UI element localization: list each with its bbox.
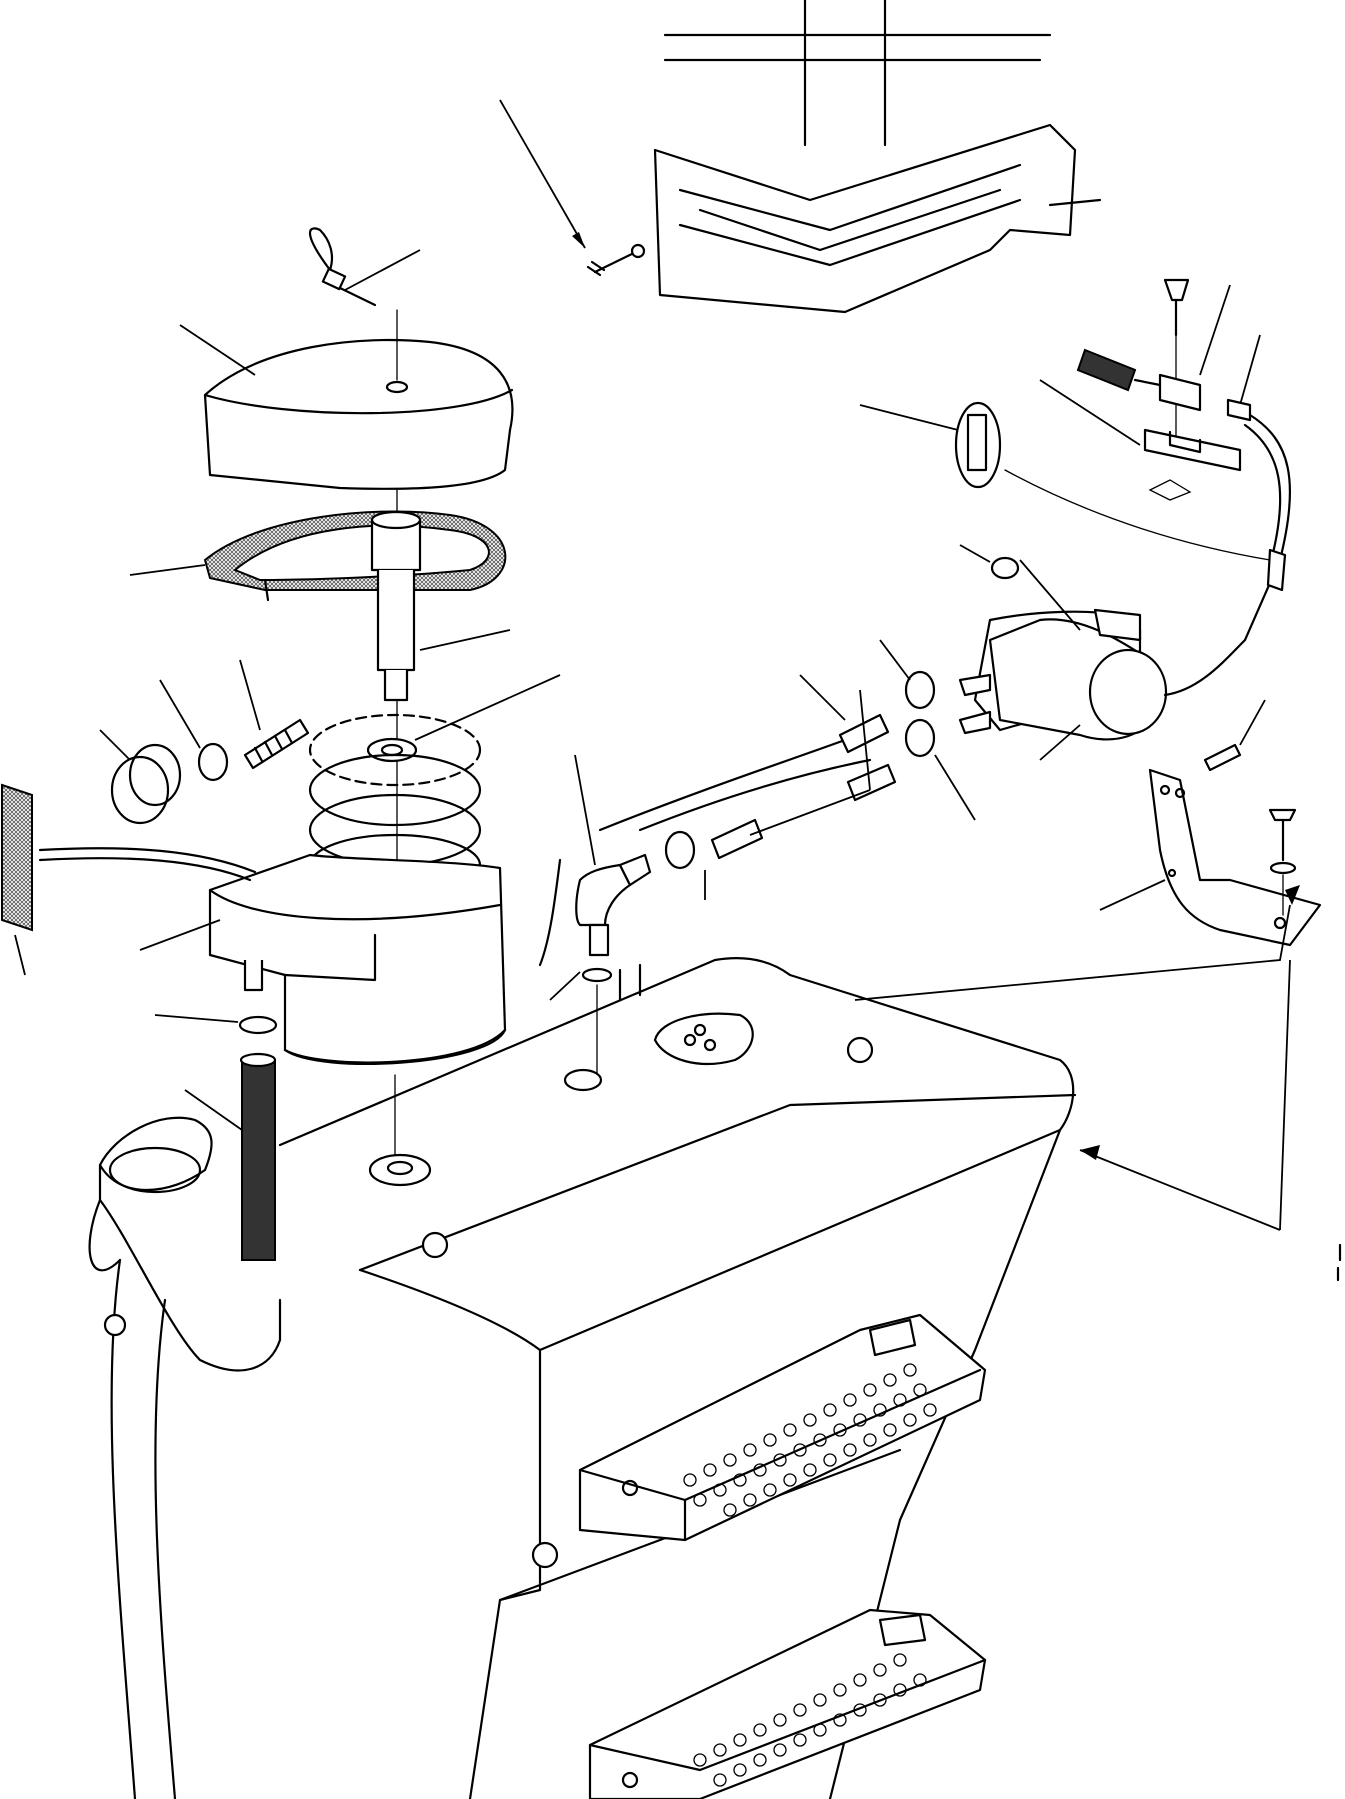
fuel-tank <box>88 885 1342 1799</box>
step-lower <box>588 1608 987 1799</box>
filter-housing <box>38 847 507 1156</box>
cab-corner-bracket <box>653 0 1102 314</box>
hose <box>154 1014 278 1261</box>
stud-spring <box>239 659 310 770</box>
filter-cover <box>179 309 514 490</box>
fuse-holder <box>859 401 1271 561</box>
center-stud <box>370 489 511 861</box>
connector <box>1039 278 1292 592</box>
grommet <box>959 544 1081 631</box>
hose-clamp <box>159 679 229 782</box>
strip <box>1 783 33 976</box>
elbow-fitting <box>549 754 652 1081</box>
hose <box>538 639 976 967</box>
thumb-knob <box>99 729 182 825</box>
pump-motor <box>958 558 1282 761</box>
mounting-bracket <box>1099 699 1322 947</box>
step-upper <box>578 1313 987 1542</box>
lanyard-pin <box>309 227 421 307</box>
bracket-screw <box>499 99 646 277</box>
seal-ring <box>129 510 507 602</box>
